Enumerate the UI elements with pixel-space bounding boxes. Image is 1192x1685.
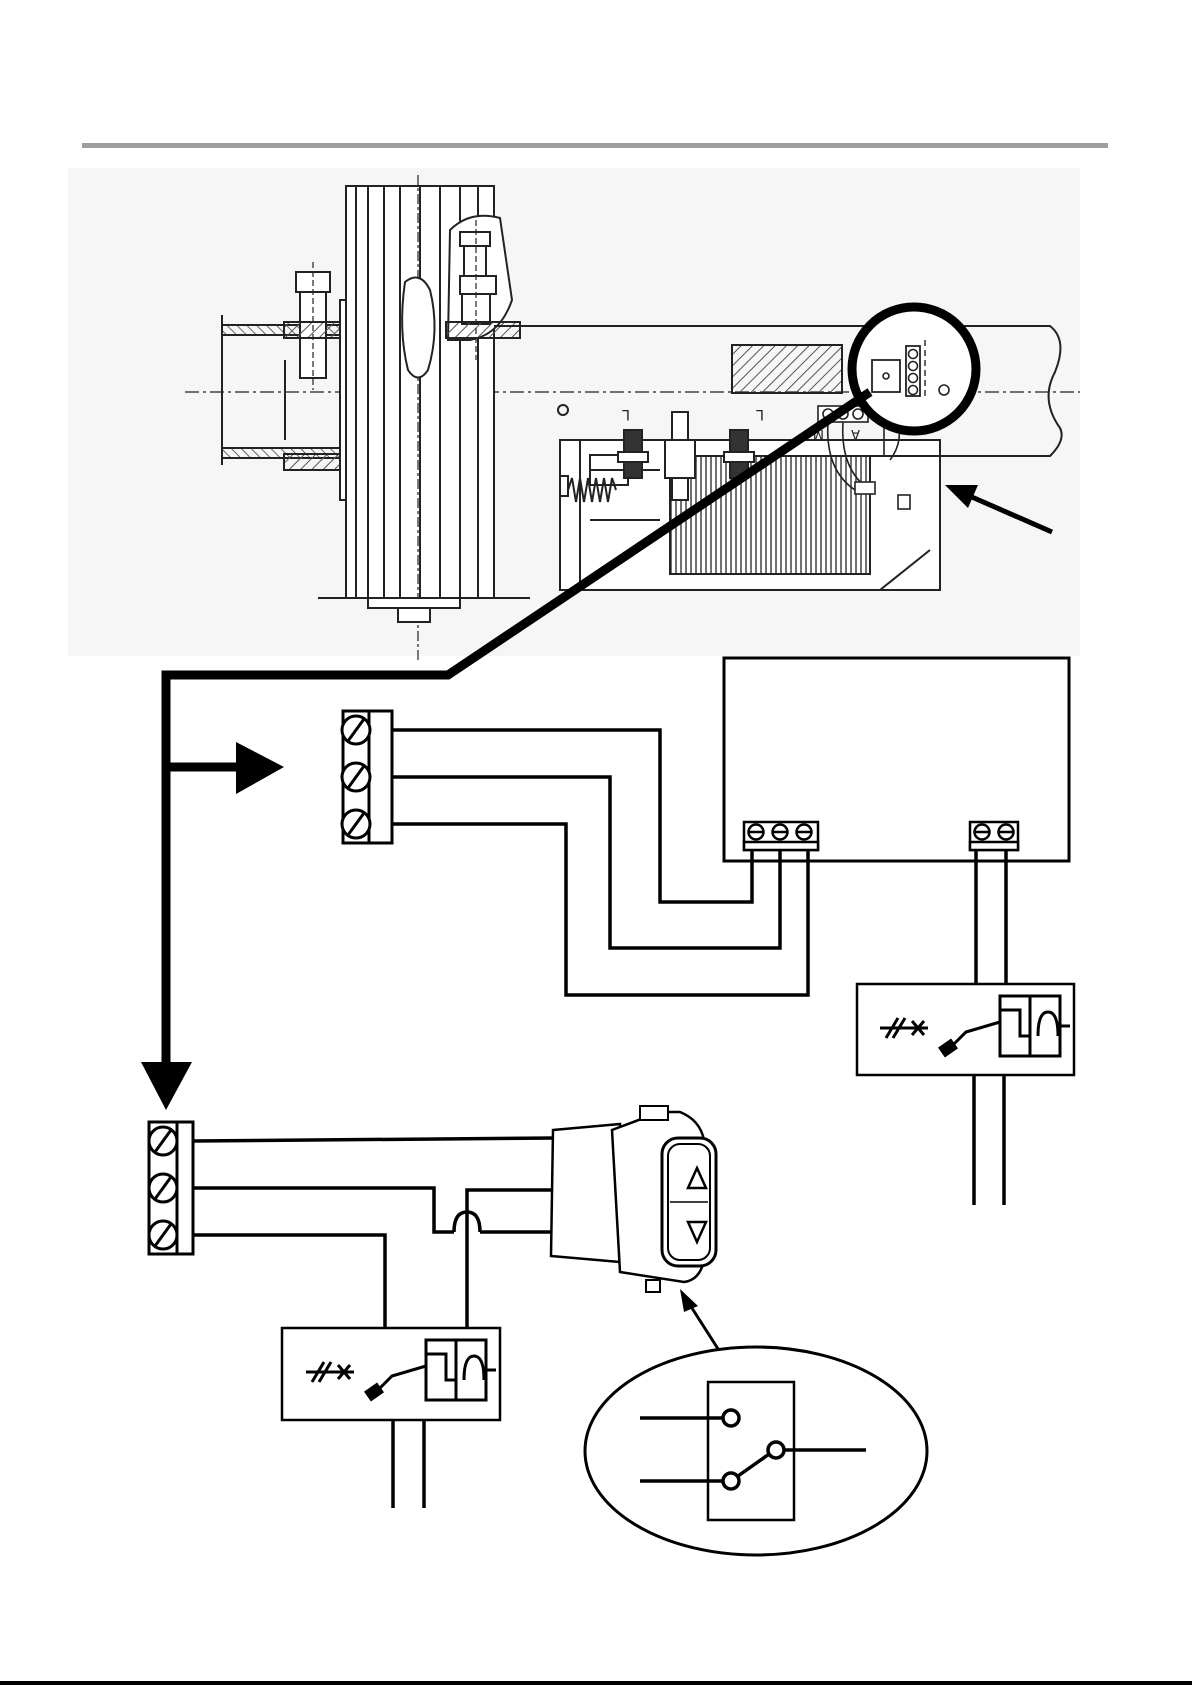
- header-rule: [82, 143, 1108, 148]
- screw-terminal-block-lower: [149, 1122, 193, 1254]
- control-box-terminal-motor: [744, 822, 818, 850]
- circuit-breaker-right: [857, 984, 1074, 1075]
- control-box-terminal-supply: [970, 822, 1018, 850]
- gear-marker-left: L: [622, 406, 630, 422]
- control-box: [724, 658, 1069, 861]
- screw-terminal-block-upper: [342, 711, 392, 843]
- wires-supply-lower: [393, 1420, 424, 1508]
- screw-terminal-icon: [342, 716, 370, 838]
- gear-marker-right: L: [756, 406, 764, 422]
- terminal-label-a: A: [851, 426, 860, 441]
- arrow-right-head: [236, 742, 284, 794]
- callout-pointer-arrow: [680, 1289, 720, 1352]
- circuit-breaker-lower: [282, 1328, 500, 1420]
- bottom-edge-strip: [0, 1681, 1192, 1685]
- wires-terminal-to-switch: [193, 1138, 555, 1328]
- rocker-switch[interactable]: [551, 1106, 716, 1292]
- arrow-down-head: [141, 1062, 192, 1110]
- switch-contact-callout: [585, 1347, 927, 1555]
- magnifier-circle: [852, 307, 976, 431]
